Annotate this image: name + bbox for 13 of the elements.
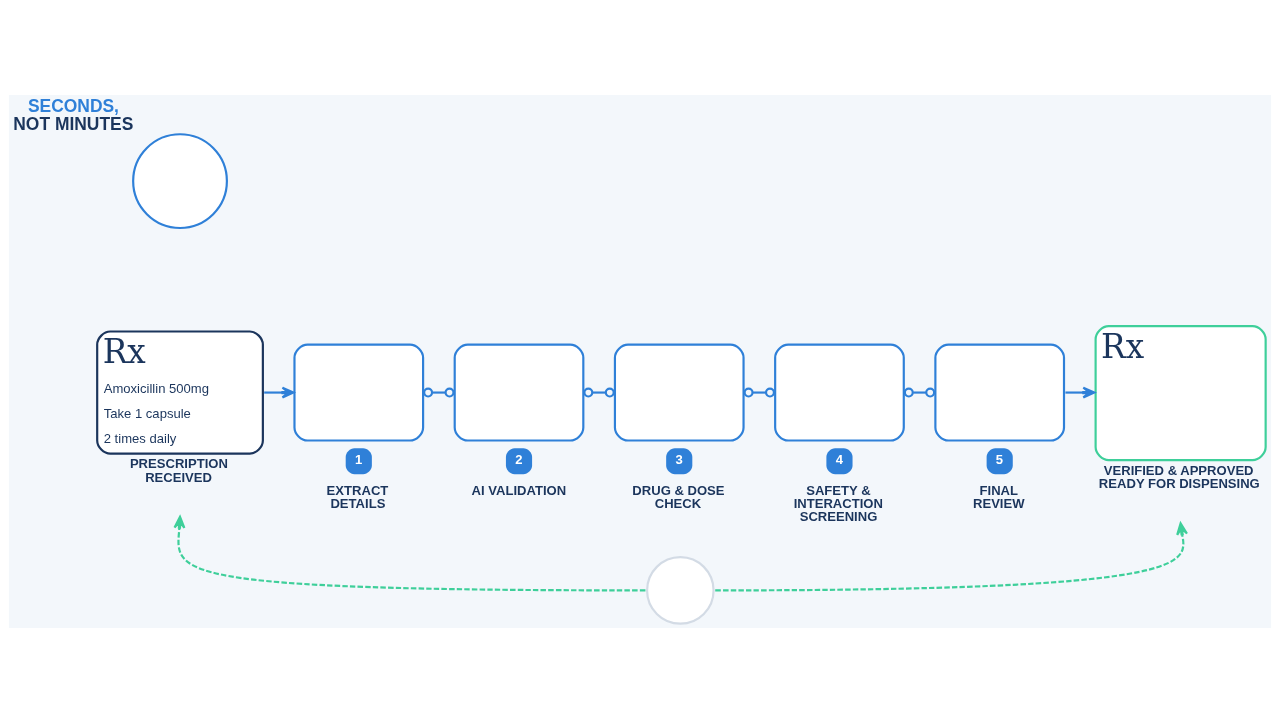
node-label: EXTRACT DETAILS bbox=[326, 482, 389, 511]
node-label: 2 bbox=[515, 451, 523, 467]
node-label: PRESCRIPTION RECEIVED bbox=[129, 456, 228, 485]
node-label: AI VALIDATION bbox=[471, 482, 567, 498]
node-label: DRUG & DOSE CHECK bbox=[632, 482, 725, 511]
node-label: 1 bbox=[354, 451, 363, 467]
node-label: 4 bbox=[835, 451, 843, 467]
node-label: SAFETY & INTERACTION SCREENING bbox=[793, 482, 883, 524]
node-label: VERIFIED & APPROVED READY FOR DISPENSING bbox=[1098, 462, 1260, 492]
node-label: 3 bbox=[675, 451, 683, 467]
node-label: 5 bbox=[995, 451, 1004, 467]
node-label: SECONDS, bbox=[27, 96, 119, 117]
node-label: FINAL REVIEW bbox=[972, 482, 1025, 511]
